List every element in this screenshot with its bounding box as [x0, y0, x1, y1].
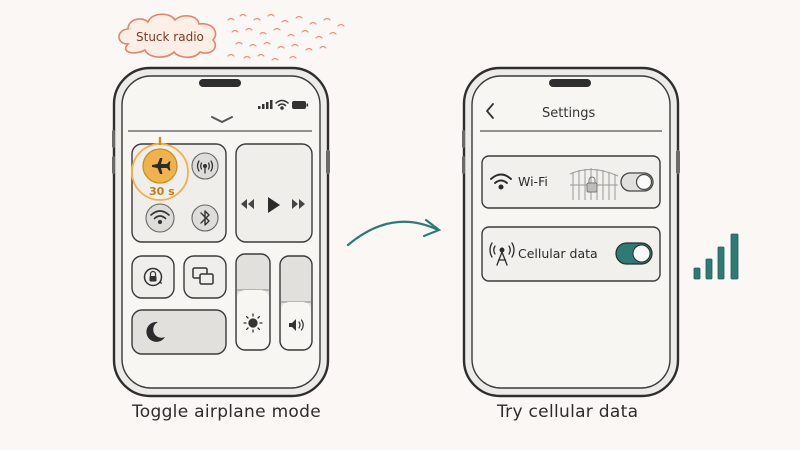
locked-gate-icon [569, 168, 619, 200]
rotation-lock-button[interactable] [131, 255, 175, 299]
airplane-mode-button[interactable] [131, 136, 189, 201]
focus-button[interactable] [131, 309, 227, 355]
wifi-button[interactable] [145, 203, 175, 233]
stuck-radio-cloud [118, 13, 217, 59]
caption-right: Try cellular data [497, 402, 639, 422]
wifi-status-icon [275, 99, 289, 110]
screen-mirror-button[interactable] [183, 255, 227, 299]
bluetooth-button[interactable] [191, 204, 219, 232]
right-phone-notch [549, 79, 591, 87]
next-icon[interactable] [292, 199, 305, 209]
rotation-lock-icon [143, 267, 163, 287]
caption-left: Toggle airplane mode [132, 402, 321, 422]
wifi-label: Wi-Fi [518, 174, 548, 189]
volume-icon [289, 319, 304, 331]
airplane-icon [152, 158, 171, 174]
wifi-row-icon [490, 173, 512, 190]
screen-mirror-icon [192, 267, 214, 285]
radio-noise-squiggles [227, 13, 345, 61]
signal-strength-bars [693, 233, 739, 280]
brightness-icon [243, 313, 263, 333]
cellular-data-row[interactable] [481, 226, 661, 282]
brightness-slider[interactable] [235, 253, 271, 351]
wifi-icon [150, 210, 170, 225]
left-phone-notch [199, 79, 241, 87]
airplane-timer: 30 s [149, 185, 175, 198]
chevron-down-icon[interactable] [211, 116, 233, 124]
battery-status-icon [292, 101, 309, 109]
volume-slider[interactable] [279, 255, 313, 351]
moon-icon [146, 321, 165, 342]
cellular-data-label: Cellular data [518, 246, 598, 261]
status-bar [258, 99, 309, 110]
wifi-toggle[interactable] [620, 172, 654, 192]
media-module [235, 143, 313, 243]
signal-status-icon [258, 100, 273, 109]
previous-icon[interactable] [241, 199, 254, 209]
flow-arrow [346, 218, 442, 247]
play-icon[interactable] [268, 197, 280, 213]
bluetooth-icon [200, 210, 210, 226]
stuck-radio-label: Stuck radio [136, 30, 204, 44]
cellular-data-toggle[interactable] [615, 242, 653, 265]
left-phone-side-button [326, 150, 330, 174]
settings-title: Settings [542, 106, 596, 121]
cell-tower-icon [489, 242, 515, 266]
cellular-antenna-icon [196, 160, 214, 174]
back-chevron-icon[interactable] [486, 103, 494, 119]
cellular-data-button[interactable] [191, 152, 219, 180]
